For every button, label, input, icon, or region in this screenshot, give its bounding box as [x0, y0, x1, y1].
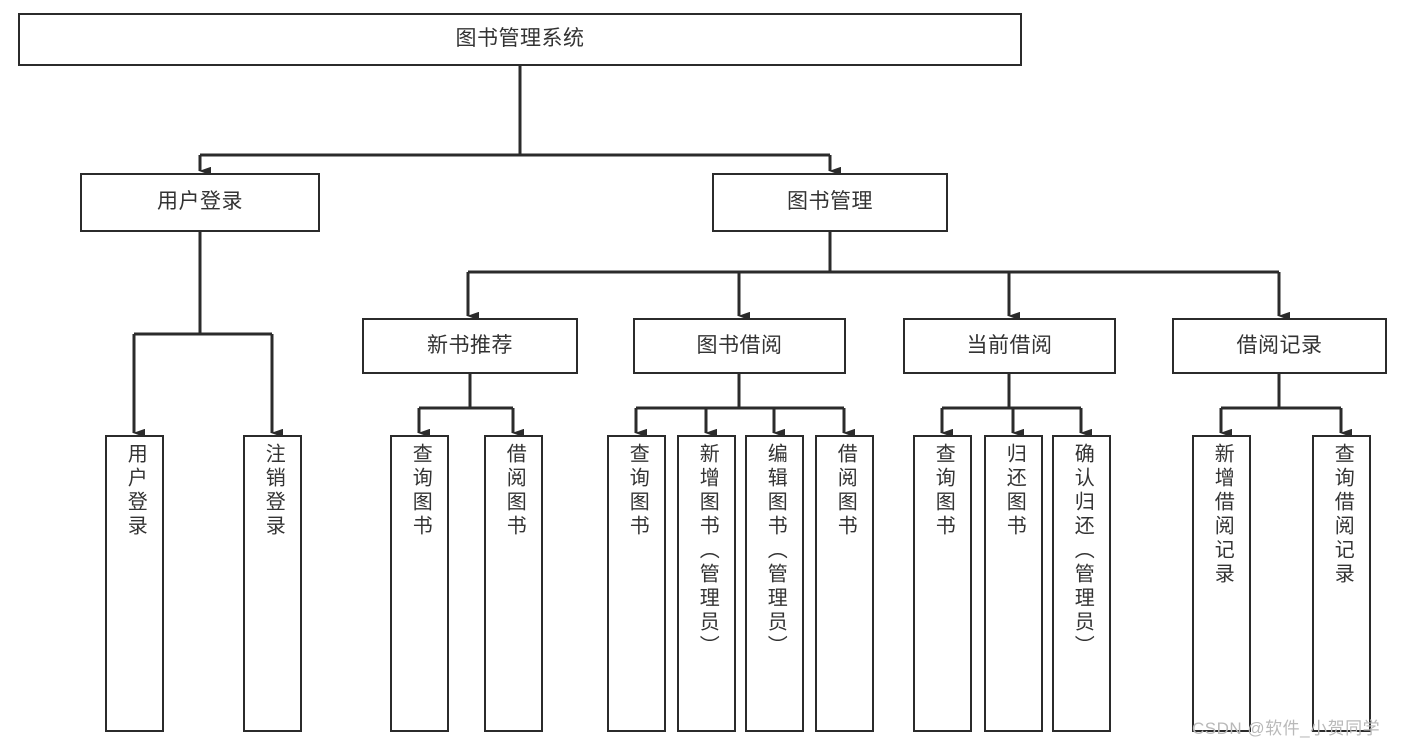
- node-leaf-confirm-return-admin-label: 确认归还（管理员）: [1071, 443, 1094, 659]
- node-new-book-recommend-label: 新书推荐: [427, 333, 513, 357]
- node-leaf-borrow-book[interactable]: 借阅图书: [815, 435, 874, 732]
- node-book-manage[interactable]: 图书管理: [712, 173, 948, 232]
- node-root[interactable]: 图书管理系统: [18, 13, 1022, 66]
- node-current-borrow[interactable]: 当前借阅: [903, 318, 1116, 374]
- node-leaf-query-borrow-record-label: 查询借阅记录: [1331, 443, 1354, 587]
- node-leaf-query-book-borrow-label: 查询图书: [626, 443, 649, 539]
- node-borrow-record-label: 借阅记录: [1236, 333, 1323, 357]
- node-leaf-edit-book-admin-label: 编辑图书（管理员）: [764, 443, 787, 659]
- node-leaf-query-book-borrow[interactable]: 查询图书: [607, 435, 666, 732]
- node-leaf-return-book[interactable]: 归还图书: [984, 435, 1043, 732]
- node-leaf-query-book-new[interactable]: 查询图书: [390, 435, 449, 732]
- node-leaf-query-book-current-label: 查询图书: [932, 443, 955, 539]
- node-new-book-recommend[interactable]: 新书推荐: [362, 318, 578, 374]
- node-leaf-confirm-return-admin[interactable]: 确认归还（管理员）: [1052, 435, 1111, 732]
- node-current-borrow-label: 当前借阅: [966, 333, 1053, 357]
- csdn-watermark: CSDN @软件_小贺同学: [1192, 719, 1381, 738]
- node-leaf-logout-label: 注销登录: [262, 443, 285, 539]
- node-leaf-borrow-book-new-label: 借阅图书: [503, 443, 526, 539]
- node-user-login[interactable]: 用户登录: [80, 173, 320, 232]
- node-leaf-borrow-book-label: 借阅图书: [834, 443, 857, 539]
- node-book-borrow[interactable]: 图书借阅: [633, 318, 846, 374]
- node-leaf-edit-book-admin[interactable]: 编辑图书（管理员）: [745, 435, 804, 732]
- node-leaf-add-borrow-record[interactable]: 新增借阅记录: [1192, 435, 1251, 732]
- node-root-label: 图书管理系统: [455, 27, 585, 51]
- node-leaf-user-login-label: 用户登录: [124, 443, 147, 539]
- node-leaf-query-book-current[interactable]: 查询图书: [913, 435, 972, 732]
- node-leaf-logout[interactable]: 注销登录: [243, 435, 302, 732]
- node-leaf-add-book-admin-label: 新增图书（管理员）: [696, 443, 719, 659]
- node-leaf-return-book-label: 归还图书: [1003, 443, 1026, 539]
- node-leaf-add-borrow-record-label: 新增借阅记录: [1211, 443, 1234, 587]
- node-borrow-record[interactable]: 借阅记录: [1172, 318, 1387, 374]
- node-leaf-query-book-new-label: 查询图书: [409, 443, 432, 539]
- node-leaf-borrow-book-new[interactable]: 借阅图书: [484, 435, 543, 732]
- node-leaf-add-book-admin[interactable]: 新增图书（管理员）: [677, 435, 736, 732]
- node-user-login-label: 用户登录: [157, 190, 243, 214]
- node-leaf-user-login[interactable]: 用户登录: [105, 435, 164, 732]
- node-book-borrow-label: 图书借阅: [696, 333, 783, 357]
- node-book-manage-label: 图书管理: [787, 190, 873, 214]
- node-leaf-query-borrow-record[interactable]: 查询借阅记录: [1312, 435, 1371, 732]
